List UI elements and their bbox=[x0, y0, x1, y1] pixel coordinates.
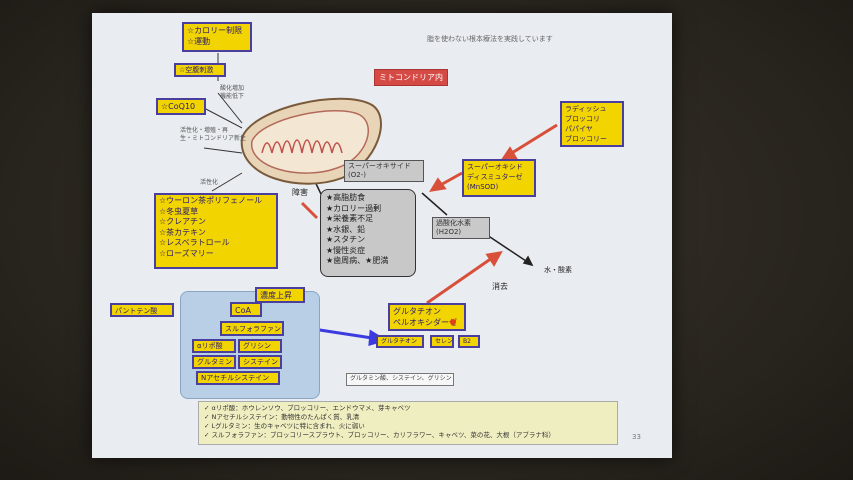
glycine-box: グリシン bbox=[238, 339, 282, 353]
note-line: 生・ミトコンドリア新生 bbox=[180, 135, 247, 142]
glutathione-box: グルタチオン bbox=[376, 335, 424, 348]
water-oxygen-label: 水・酸素 bbox=[544, 266, 572, 274]
coq10-box: ☆CoQ10 bbox=[156, 98, 206, 115]
mnsod-box: スーパーオキシド ディスミュターゼ (MnSOD) bbox=[462, 159, 536, 197]
connector-line bbox=[217, 92, 243, 124]
gpx-text: グルタチオン bbox=[393, 307, 441, 316]
calorie-exercise-box: ☆カロリー制限 ☆運動 bbox=[182, 22, 252, 52]
selenium-box: セレン bbox=[430, 335, 454, 348]
cause-item: ★スタチン bbox=[326, 235, 366, 244]
polyphenol-item: ☆茶カテキン bbox=[159, 227, 206, 237]
vitamin-b2-box: B2 bbox=[458, 335, 480, 348]
connector-line bbox=[203, 147, 243, 154]
food-item: ブロッコリ bbox=[565, 115, 600, 123]
note-function-decline: 酸化増加 機能低下 bbox=[220, 85, 244, 101]
h2o2-text: 過酸化水素 bbox=[436, 219, 471, 227]
page-number: 33 bbox=[632, 433, 641, 441]
connector-line bbox=[203, 107, 243, 129]
cause-item: ★栄養素不足 bbox=[326, 214, 374, 223]
polyphenol-box: ☆ウーロン茶ポリフェノール ☆冬虫夏草 ☆クレアチン ☆茶カテキン ☆レスベラト… bbox=[154, 193, 278, 269]
arrow-line bbox=[486, 234, 533, 266]
cause-item: ★高脂肪食 bbox=[326, 193, 366, 202]
food-item: ブロッコリー bbox=[565, 135, 607, 143]
polyphenol-item: ☆ウーロン茶ポリフェノール bbox=[159, 196, 263, 205]
alpha-lipoic-acid-box: αリポ酸 bbox=[192, 339, 236, 353]
glutamine-box: グルタミン bbox=[192, 355, 236, 369]
red-arrow bbox=[426, 256, 493, 305]
note-line: 機能低下 bbox=[220, 93, 245, 100]
pointer-dot bbox=[450, 319, 456, 325]
polyphenol-item: ☆冬虫夏草 bbox=[159, 206, 199, 216]
cysteine-box: システイン bbox=[238, 355, 282, 369]
food-item: ラディッシュ bbox=[565, 105, 607, 113]
mitochondria-label: ミトコンドリア内 bbox=[374, 69, 448, 86]
superoxide-box: スーパーオキサイド (O2-) bbox=[344, 160, 424, 182]
header-note: 脂を使わない根本療法を実践しています bbox=[427, 35, 553, 43]
gpx-text: ペルオキシダーゼ bbox=[393, 318, 457, 327]
arrow-line bbox=[421, 192, 448, 216]
exercise-text: ☆運動 bbox=[187, 37, 211, 46]
foods-box: ラディッシュ ブロッコリ パパイヤ ブロッコリー bbox=[560, 101, 624, 147]
red-arrow bbox=[506, 123, 558, 158]
note-item: ✓ Lグルタミン：生のキャベツに特に含まれ、火に弱い bbox=[204, 422, 365, 430]
red-arrow-head bbox=[429, 177, 447, 193]
note-item: ✓ αリポ酸：ホウレンソウ、ブロッコリー、エンドウマメ、芽キャベツ bbox=[204, 404, 411, 412]
polyphenol-item: ☆レスベラトロール bbox=[159, 238, 230, 247]
sod-text: (MnSOD) bbox=[467, 183, 499, 191]
note-item: ✓ スルフォラファン：ブロッコリースプラウト、ブロッコリー、カリフラワー、キャベ… bbox=[204, 431, 555, 439]
note-activated: 活性化 bbox=[200, 179, 219, 186]
causes-box: ★高脂肪食 ★カロリー過剰 ★栄養素不足 ★水銀、鉛 ★スタチン ★慢性炎症 ★… bbox=[320, 189, 416, 277]
note-activation: 活性化・増殖・再 生・ミトコンドリア新生 bbox=[180, 127, 246, 143]
arrow-head bbox=[522, 255, 534, 267]
connector-line bbox=[211, 172, 243, 192]
cause-item: ★歯周病、★肥満 bbox=[326, 256, 389, 265]
calorie-restriction-text: ☆カロリー制限 bbox=[187, 26, 243, 35]
pantothenic-acid-box: パントテン酸 bbox=[110, 303, 174, 317]
cause-item: ★慢性炎症 bbox=[326, 245, 366, 255]
glutathione-peroxidase-box: グルタチオン ペルオキシダーゼ bbox=[388, 303, 466, 331]
note-item: ✓ Nアセチルシステイン：動物性のたんぱく質、乳清 bbox=[204, 413, 360, 421]
sulforaphane-box: スルフォラファン bbox=[220, 321, 284, 336]
sod-text: スーパーオキシド bbox=[467, 163, 523, 171]
concentration-up-box: 濃度上昇 bbox=[255, 287, 305, 303]
food-sources-notes: ✓ αリポ酸：ホウレンソウ、ブロッコリー、エンドウマメ、芽キャベツ ✓ Nアセチ… bbox=[198, 401, 618, 445]
damage-label: 障害 bbox=[292, 188, 308, 197]
red-arrow bbox=[300, 201, 319, 220]
polyphenol-item: ☆ローズマリー bbox=[159, 248, 214, 258]
elimination-label: 消去 bbox=[492, 282, 508, 291]
superoxide-formula: (O2-) bbox=[348, 171, 366, 179]
red-arrow-head bbox=[485, 251, 503, 267]
polyphenol-item: ☆クレアチン bbox=[159, 217, 207, 226]
superoxide-text: スーパーオキサイド bbox=[348, 162, 411, 170]
hydrogen-peroxide-box: 過酸化水素 (H2O2) bbox=[432, 217, 490, 239]
amino-acids-box: グルタミン酸、システイン、グリシン bbox=[346, 373, 454, 386]
h2o2-formula: (H2O2) bbox=[436, 228, 462, 236]
food-item: パパイヤ bbox=[565, 125, 593, 133]
coa-box: CoA bbox=[230, 302, 262, 317]
note-line: 活性化・増殖・再 bbox=[180, 127, 229, 134]
note-line: 酸化増加 bbox=[220, 85, 245, 92]
cause-item: ★水銀、鉛 bbox=[326, 224, 366, 234]
n-acetylcysteine-box: Nアセチルシステイン bbox=[196, 371, 280, 385]
slide: 脂を使わない根本療法を実践しています ミトコンドリア内 bbox=[92, 13, 672, 458]
cause-item: ★カロリー過剰 bbox=[326, 203, 382, 213]
hunger-stimulus-box: ☆空腹刺激 bbox=[174, 63, 226, 77]
sod-text: ディスミュターゼ bbox=[467, 173, 523, 181]
